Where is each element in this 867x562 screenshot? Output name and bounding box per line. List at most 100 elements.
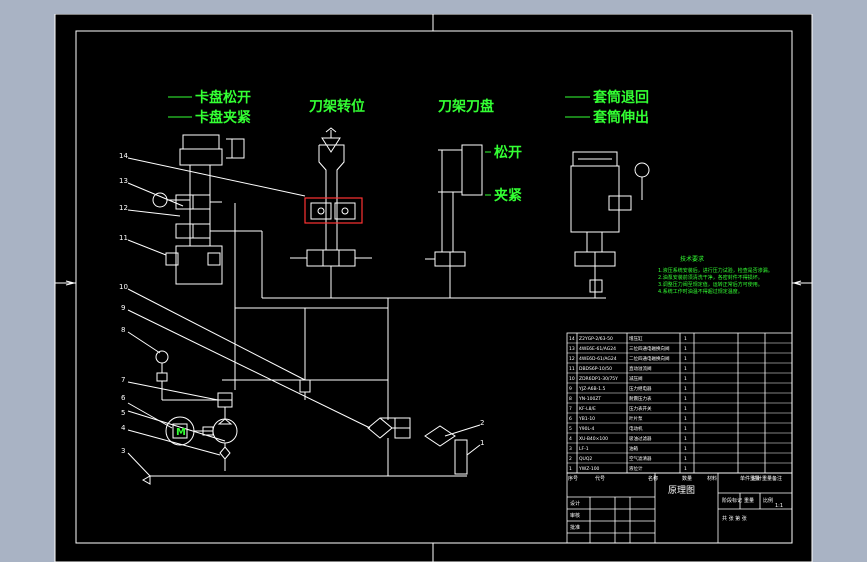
bom-cell-name: 三位四通电磁换向阀 xyxy=(629,345,670,352)
bom-cell-code: YWZ-100 xyxy=(578,466,600,472)
title-block-text: 原理图 设计 审核 批准 阶段标记 重量 比例 1:1 共 张 第 张 xyxy=(570,485,783,531)
bom-header-qty: 数量 xyxy=(682,475,692,482)
bom-cell-name: 油箱 xyxy=(629,445,638,452)
bom-cell-qty: 1 xyxy=(684,336,687,342)
motor-symbol: M xyxy=(176,427,186,438)
title-block xyxy=(566,472,793,544)
part-no-4: 4 xyxy=(121,424,126,432)
bom-cell-qty: 1 xyxy=(684,446,687,452)
part-no-7: 7 xyxy=(121,376,125,384)
label-sleeve-extend: 套筒伸出 xyxy=(593,109,649,126)
drawing-sheet: 卡盘松开 卡盘夹紧 刀架转位 刀架刀盘 松开 夹紧 套筒退回 套筒伸出 xyxy=(54,14,813,562)
outer-frame xyxy=(54,14,813,562)
bom-cell-no: 1 xyxy=(569,466,572,472)
part-no-5: 5 xyxy=(121,409,125,417)
bom-cell-qty: 1 xyxy=(684,416,687,422)
part-no-13: 13 xyxy=(119,177,128,185)
bom-cell-no: 2 xyxy=(569,456,572,462)
part-no-6: 6 xyxy=(121,394,126,402)
bom-cell-code: KF-L8/E xyxy=(579,406,596,412)
part-no-1: 1 xyxy=(480,439,484,447)
title-sheet: 共 张 第 张 xyxy=(722,515,747,522)
bom-cell-code: YJZ-A6B-1.5 xyxy=(578,386,606,392)
bom-cell-no: 10 xyxy=(569,376,575,382)
bom-header-material: 材料 xyxy=(707,475,717,482)
label-chuck-clamp: 卡盘夹紧 xyxy=(195,109,251,126)
drawing-title: 原理图 xyxy=(668,485,695,496)
note-2: 2.油泵安装前须清洗干净，各密封件不得损坏。 xyxy=(658,274,763,281)
title-scale-value: 1:1 xyxy=(775,503,783,509)
bom-cell-name: 耐震压力表 xyxy=(629,395,652,402)
bom-cell-name: 减压阀 xyxy=(629,375,643,382)
part-no-12: 12 xyxy=(119,204,128,212)
function-labels: 卡盘松开 卡盘夹紧 刀架转位 刀架刀盘 松开 夹紧 套筒退回 套筒伸出 xyxy=(168,89,649,204)
part-no-8: 8 xyxy=(121,326,125,334)
bom-cell-name: 叶片泵 xyxy=(629,415,643,422)
bom-cell-name: 增压缸 xyxy=(629,335,643,342)
bom-cell-name: 压力继电器 xyxy=(629,385,652,392)
bom-cell-code: YN-100ZT xyxy=(578,396,601,402)
bom-cell-no: 6 xyxy=(569,416,572,422)
bom-cell-no: 3 xyxy=(569,446,572,452)
title-scale: 比例 xyxy=(763,497,773,504)
bom-cell-no: 14 xyxy=(569,336,575,342)
bom-cell-name: 电动机 xyxy=(629,425,643,432)
bom-cell-qty: 1 xyxy=(684,386,687,392)
part-no-11: 11 xyxy=(119,234,128,242)
part-no-3: 3 xyxy=(121,447,125,455)
bom-cell-code: Y90L-4 xyxy=(578,426,595,432)
bom-cell-name: 液位计 xyxy=(629,465,643,472)
bom-cell-name: 二位四通电磁换向阀 xyxy=(629,355,670,362)
part-no-9: 9 xyxy=(121,304,125,312)
note-4: 4.系统工作时油温不得超过规定温度。 xyxy=(658,288,743,295)
part-no-10: 10 xyxy=(119,283,128,291)
title-approve: 批准 xyxy=(570,524,580,531)
center-marks xyxy=(55,14,812,562)
bom-cell-no: 7 xyxy=(569,406,572,412)
bom-cell-code: 4WE6E-61/AG24 xyxy=(579,346,616,352)
bom-cell-no: 4 xyxy=(569,436,572,442)
technical-notes: 技术要求 1.液压系统安装后，进行压力试验，检查是否渗漏。 2.油泵安装前须清洗… xyxy=(658,255,773,295)
part-number-labels: 14 13 12 11 10 9 8 7 6 5 4 3 2 1 xyxy=(119,152,484,455)
bom-header-unit_weight: 单件重量 xyxy=(740,475,760,482)
title-weight: 重量 xyxy=(744,497,754,504)
bom-cell-no: 8 xyxy=(569,396,572,402)
bom-header-total_weight: 总计重量 xyxy=(752,475,772,482)
title-design: 设计 xyxy=(570,500,580,507)
label-turret-index: 刀架转位 xyxy=(309,98,365,115)
bom-cell-qty: 1 xyxy=(684,456,687,462)
bom-cell-no: 11 xyxy=(569,366,575,372)
bom-cell-no: 12 xyxy=(569,356,575,362)
bom-cell-qty: 1 xyxy=(684,426,687,432)
bom-cell-no: 5 xyxy=(569,426,572,432)
bom-header-remark: 备注 xyxy=(772,475,782,482)
bom-cell-code: YB1-10 xyxy=(578,416,595,422)
bom-cell-qty: 1 xyxy=(684,356,687,362)
bom-header-code: 代号 xyxy=(595,475,605,482)
part-no-14: 14 xyxy=(119,152,128,160)
bom-cell-no: 9 xyxy=(569,386,572,392)
bom-cell-qty: 1 xyxy=(684,346,687,352)
bom-cell-code: DBDS6P-10/50 xyxy=(579,366,612,372)
bom-cell-no: 13 xyxy=(569,346,575,352)
sheet-background xyxy=(55,14,812,562)
bom-cell-name: 吸油过滤器 xyxy=(629,435,652,442)
bom-cell-name: 直动溢流阀 xyxy=(629,365,652,372)
bom-cell-code: Z2YGP-2/63-50 xyxy=(579,336,613,342)
bom-cell-code: XU-B40×100 xyxy=(579,436,608,442)
bom-cell-code: 4WE6D-61/AG24 xyxy=(579,356,617,362)
label-chuck-release: 卡盘松开 xyxy=(195,89,251,106)
inner-frame xyxy=(75,30,793,544)
turret-index-valve xyxy=(304,197,363,224)
bom-cell-qty: 1 xyxy=(684,376,687,382)
label-clamp: 夹紧 xyxy=(494,187,522,204)
bom-cell-code: ZDR6DP1-30/75Y xyxy=(579,376,618,382)
bom-cell-code: QUQ2 xyxy=(579,456,592,462)
notes-title: 技术要求 xyxy=(680,255,704,263)
title-stage: 阶段标记 xyxy=(722,497,742,504)
label-sleeve-retract: 套筒退回 xyxy=(593,89,649,106)
bom-cell-name: 空气滤清器 xyxy=(629,455,652,462)
hydraulic-schematic xyxy=(127,127,650,485)
bom-cell-qty: 1 xyxy=(684,366,687,372)
